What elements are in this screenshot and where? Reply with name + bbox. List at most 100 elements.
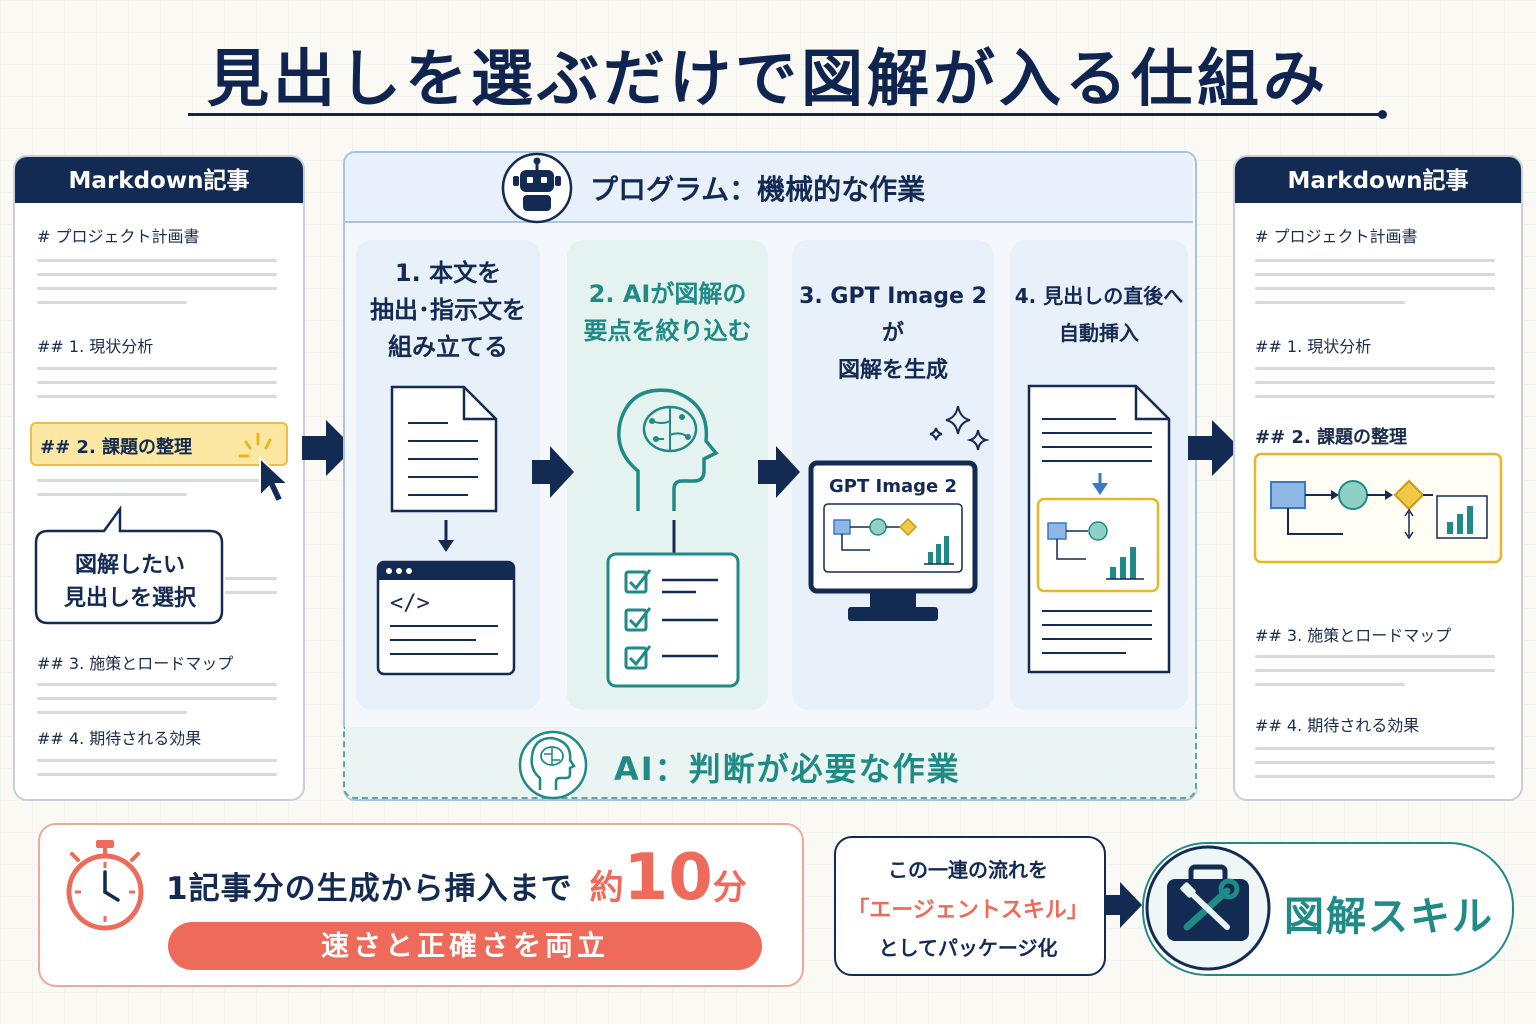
text-line — [37, 773, 277, 776]
text-line — [37, 301, 187, 304]
callout-line2: 見出しを選択 — [63, 586, 196, 611]
document-icon — [390, 385, 498, 513]
text-line — [1255, 775, 1495, 778]
speed-accuracy-pill: 速さと正確さを両立 — [168, 922, 762, 970]
flow-arrow — [302, 420, 354, 476]
text-line — [37, 395, 277, 398]
left-h2-4: ## 4. 期待される効果 — [37, 729, 202, 748]
step2-title-line1: 2. AIが図解の — [588, 280, 747, 308]
callout-bubble — [34, 505, 224, 625]
program-header-bar — [345, 153, 1193, 223]
text-line — [37, 493, 187, 496]
step1-title: 1. 本文を 抽出･指示文を 組み立てる — [356, 255, 540, 366]
text-line — [1255, 381, 1495, 384]
ai-brain-icon — [518, 730, 588, 800]
step3-title-line1: 3. GPT Image 2が — [799, 284, 987, 346]
left-panel-header: Markdown記事 — [15, 157, 303, 203]
text-line — [37, 759, 277, 762]
connector-line — [672, 520, 676, 554]
skill-label: 図解スキル — [1284, 894, 1494, 940]
title-underline — [188, 113, 1384, 116]
text-line — [1255, 683, 1405, 686]
package-line2: 「エージェントスキル」 — [847, 898, 1089, 923]
step2-title: 2. AIが図解の 要点を絞り込む — [567, 276, 768, 350]
text-line — [1255, 301, 1405, 304]
text-line — [37, 367, 277, 370]
text-line — [1255, 395, 1495, 398]
text-line — [1255, 655, 1495, 658]
inserted-diagram — [1253, 452, 1503, 564]
selected-heading[interactable]: ## 2. 課題の整理 — [30, 422, 288, 466]
checklist-icon — [606, 552, 740, 688]
right-h2-4: ## 4. 期待される効果 — [1255, 716, 1420, 735]
toolbox-icon — [1145, 845, 1271, 971]
text-line — [225, 577, 277, 580]
text-line — [37, 259, 277, 262]
text-line — [225, 591, 277, 594]
right-h1: # プロジェクト計画書 — [1255, 227, 1418, 246]
page-title: 見出しを選ぶだけで図解が入る仕組み — [206, 42, 1329, 115]
right-h2-1: ## 1. 現状分析 — [1255, 337, 1372, 356]
step4-title-line1: 4. 見出しの直後へ — [1014, 284, 1184, 308]
brain-icon — [617, 388, 719, 511]
text-line — [37, 479, 277, 482]
time-approx: 約 — [589, 868, 624, 908]
ai-header-label: AI：判断が必要な作業 — [614, 750, 961, 788]
text-line — [37, 287, 277, 290]
monitor-label: GPT Image 2 — [829, 476, 957, 497]
step1-title-line1: 1. 本文を — [394, 259, 502, 287]
text-line — [1255, 259, 1495, 262]
step4-title-line2: 自動挿入 — [1059, 321, 1139, 345]
text-line — [37, 683, 277, 686]
left-markdown-panel: Markdown記事 # プロジェクト計画書 ## 1. 現状分析 ## 3. … — [13, 155, 305, 801]
down-arrow-icon — [438, 520, 454, 552]
text-line — [37, 273, 277, 276]
left-h2-3: ## 3. 施策とロードマップ — [37, 654, 234, 673]
monitor-icon — [808, 460, 978, 621]
flow-arrow — [1188, 420, 1240, 476]
text-line — [1255, 287, 1495, 290]
right-h2-3: ## 3. 施策とロードマップ — [1255, 626, 1452, 645]
sparkle-icon — [929, 405, 990, 451]
speed-accuracy-label: 速さと正確さを両立 — [320, 929, 609, 962]
text-line — [1255, 747, 1495, 750]
program-header-label: プログラム：機械的な作業 — [590, 173, 926, 206]
selected-heading-label: ## 2. 課題の整理 — [40, 437, 193, 458]
robot-icon — [501, 152, 573, 224]
callout-line1: 図解したい — [74, 553, 185, 578]
text-line — [37, 697, 277, 700]
text-line — [1255, 367, 1495, 370]
stopwatch-icon — [66, 840, 144, 931]
inserted-document-icon — [1027, 384, 1171, 674]
step3-title: 3. GPT Image 2が 図解を生成 — [792, 278, 994, 389]
time-unit: 分 — [712, 868, 747, 908]
flow-arrow — [758, 446, 800, 498]
text-line — [1255, 273, 1495, 276]
right-h2-2: ## 2. 課題の整理 — [1255, 427, 1408, 448]
time-text-before: 1記事分の生成から挿入まで — [166, 871, 573, 907]
package-line3: としてパッケージ化 — [878, 936, 1058, 960]
time-number: 10 — [623, 841, 713, 915]
right-panel-header: Markdown記事 — [1235, 157, 1521, 203]
title-underline-dot — [1378, 110, 1387, 119]
step2-title-line2: 要点を絞り込む — [583, 317, 752, 345]
cursor-icon — [238, 432, 291, 504]
flow-arrow — [532, 446, 574, 498]
package-box — [834, 836, 1106, 976]
step4-title: 4. 見出しの直後へ 自動挿入 — [1010, 278, 1188, 352]
step1-title-line2: 抽出･指示文を — [370, 296, 526, 324]
svg-text:</>: </> — [390, 591, 430, 616]
code-window-icon: </> — [376, 560, 516, 676]
step1-title-line3: 組み立てる — [388, 333, 508, 361]
time-text: 1記事分の生成から挿入まで 約10分 — [166, 846, 747, 910]
ai-header-bar — [343, 727, 1197, 799]
text-line — [1255, 761, 1495, 764]
left-h2-1: ## 1. 現状分析 — [37, 337, 154, 356]
text-line — [37, 381, 277, 384]
step3-title-line2: 図解を生成 — [837, 358, 948, 383]
flow-arrow — [1106, 882, 1142, 928]
text-line — [1255, 669, 1495, 672]
text-line — [37, 711, 187, 714]
package-line1: この一連の流れを — [888, 858, 1048, 882]
left-h1: # プロジェクト計画書 — [37, 227, 200, 246]
